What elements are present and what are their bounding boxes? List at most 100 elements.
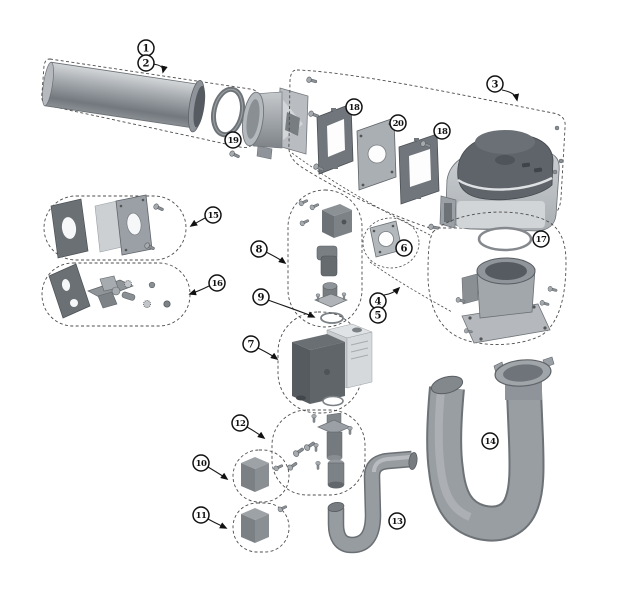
- combustion-blower: [439, 130, 560, 232]
- screw-icon: [552, 169, 558, 175]
- intake-pipe: [42, 61, 206, 133]
- callout-18: 18: [345, 98, 363, 116]
- o-ring-17: [477, 226, 533, 252]
- leader-12: [246, 426, 266, 439]
- screw-icon: [539, 299, 551, 308]
- gasket-18a: [316, 103, 354, 175]
- gasket-18b: [398, 133, 440, 205]
- leader-4-5: [383, 286, 401, 296]
- callout-12: 12: [231, 414, 249, 432]
- elbow-fitting: [316, 245, 338, 277]
- callout-16: 16: [208, 274, 226, 292]
- callout-3: 3: [486, 75, 504, 93]
- screw-icon: [305, 76, 318, 85]
- o-ring-under-valve: [322, 395, 344, 407]
- region-12-outline: [271, 409, 366, 496]
- orifice-block-11: [241, 508, 269, 543]
- callout-14: 14: [481, 432, 499, 450]
- mixer-fitting: [317, 412, 351, 489]
- restrictor-plate-20: [356, 117, 397, 191]
- connector-line-upper: [291, 152, 433, 237]
- screw-icon: [308, 201, 321, 211]
- callout-6: 6: [395, 239, 413, 257]
- callout-10: 10: [192, 454, 210, 472]
- callout-15: 15: [204, 206, 222, 224]
- screw-icon: [558, 158, 564, 164]
- callout-number: 17: [536, 235, 547, 245]
- screw-icon: [291, 445, 306, 458]
- intake-adapter-horn: [241, 87, 309, 160]
- junction-box-part: [322, 204, 352, 238]
- flue-collar: [461, 257, 551, 344]
- callout-number: 20: [393, 119, 404, 129]
- callout-leaders: [152, 63, 520, 529]
- callout-2: 2: [137, 54, 155, 72]
- screw-icon: [313, 443, 319, 452]
- o-ring-9: [320, 312, 344, 324]
- callout-number: 10: [196, 459, 207, 469]
- gasket-kit-15-outline: [43, 195, 187, 261]
- region-11-outline: [232, 502, 290, 553]
- leader-9: [267, 299, 316, 318]
- leader-7: [257, 347, 279, 360]
- callout-number: 16: [212, 279, 223, 289]
- screw-icon: [347, 426, 353, 435]
- igniter-gasket-dark: [48, 263, 91, 319]
- callout-number: 13: [392, 517, 403, 527]
- screw-icon: [311, 414, 317, 423]
- leader-15: [189, 217, 206, 227]
- leader-16: [188, 285, 210, 296]
- pipe-gasket-ring: [210, 86, 246, 138]
- screw-icon: [276, 503, 289, 513]
- callout-number: 11: [196, 511, 207, 521]
- callout-number: 4: [375, 297, 382, 308]
- leader-10: [207, 466, 229, 480]
- region-10-outline: [232, 449, 290, 503]
- intake-pipe-region-outline: [41, 58, 260, 149]
- igniter-bracket: [87, 275, 136, 309]
- callout-13: 13: [388, 512, 406, 530]
- hardware-screws: [143, 76, 564, 513]
- region-8-outline: [287, 189, 363, 328]
- screw-icon: [554, 125, 560, 131]
- screw-icon: [315, 461, 321, 470]
- callout-19: 19: [224, 131, 242, 149]
- flange-fitting: [314, 282, 348, 308]
- callout-17: 17: [532, 230, 550, 248]
- mounting-plate: [115, 194, 153, 256]
- igniter-hardware: [124, 280, 171, 308]
- flue-collar-region-outline: [427, 211, 567, 345]
- gasket-6-outline: [362, 217, 420, 269]
- callout-7: 7: [242, 335, 260, 353]
- callout-number: 6: [401, 244, 408, 255]
- callout-5: 5: [369, 306, 387, 324]
- callout-number: 18: [349, 103, 360, 113]
- screw-icon: [228, 149, 241, 160]
- callout-20: 20: [389, 114, 407, 132]
- burner-gasket-dark: [50, 198, 89, 259]
- callout-1: 1: [137, 39, 155, 57]
- screw-icon: [152, 202, 165, 213]
- callout-11: 11: [192, 506, 210, 524]
- callout-number: 3: [492, 80, 499, 91]
- screw-icon: [427, 223, 440, 232]
- leader-11: [207, 518, 228, 529]
- connector-line-lower: [369, 261, 453, 313]
- callout-number: 18: [437, 127, 448, 137]
- screw-icon: [547, 285, 559, 294]
- callout-number: 19: [228, 136, 239, 146]
- callout-number: 2: [143, 59, 150, 70]
- vent-hose: [426, 356, 555, 542]
- callout-number: 14: [485, 437, 496, 447]
- condensate-trap-pipe: [327, 450, 418, 554]
- callout-9: 9: [252, 288, 270, 306]
- screw-icon: [298, 217, 311, 227]
- leader-8: [265, 251, 287, 264]
- callout-number: 7: [248, 340, 255, 351]
- callout-number: 15: [208, 211, 219, 221]
- callout-number: 8: [256, 245, 263, 256]
- leader-3: [501, 89, 520, 102]
